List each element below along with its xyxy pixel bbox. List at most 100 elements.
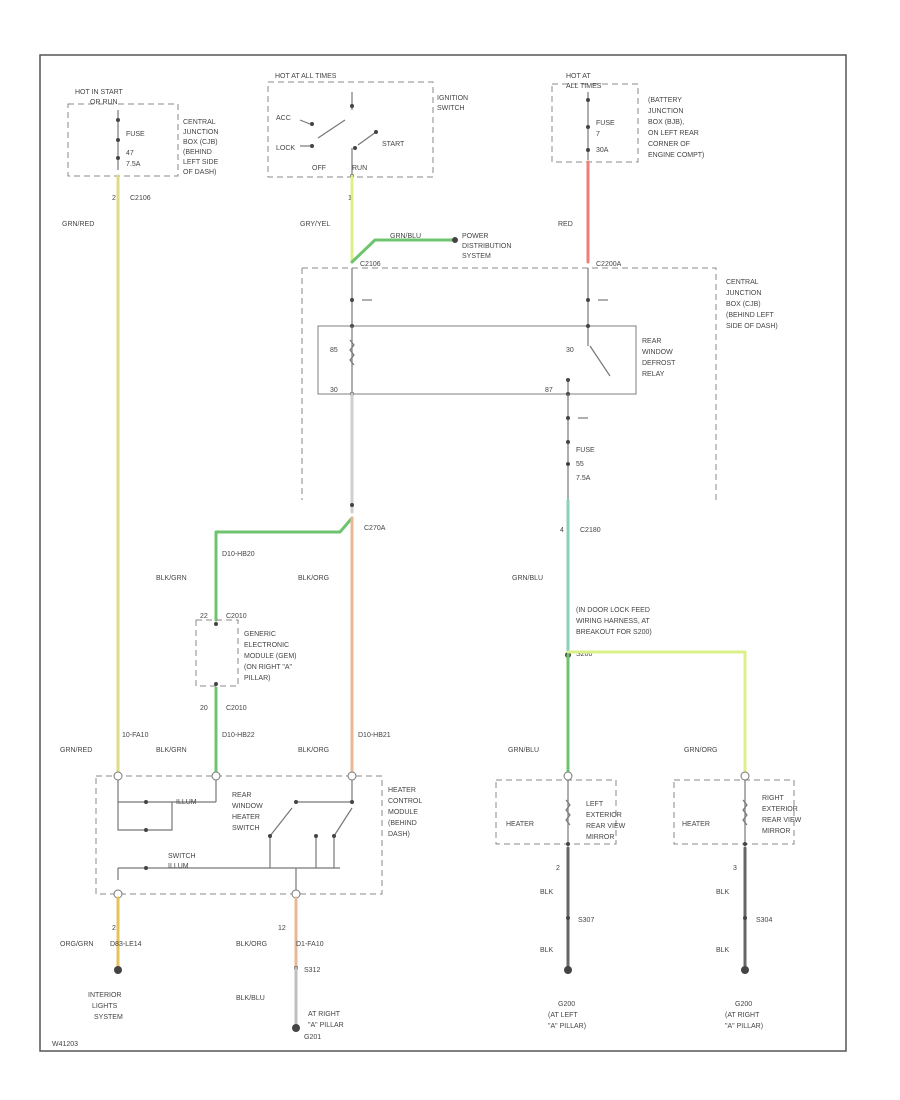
- relay-box: [317, 325, 637, 395]
- hot-all-times-label: HOT AT ALL TIMES: [275, 73, 337, 80]
- interior-lights-3: SYSTEM: [94, 1014, 123, 1021]
- fuse-right-number: 7: [596, 131, 600, 138]
- wire-red-label: RED: [558, 221, 573, 228]
- fuse-right-label: FUSE: [596, 120, 615, 127]
- heater-module-box: [95, 775, 383, 895]
- wire-gry-yel-label: GRY/YEL: [300, 221, 330, 228]
- rear-switch-4: SWITCH: [232, 825, 260, 832]
- circuit-d10-hb22: D10-HB22: [222, 732, 255, 739]
- gem-name-5: PILLAR): [244, 675, 270, 682]
- bjb-line-3: BOX (BJB),: [648, 119, 684, 126]
- ignition-switch-group: HOT AT ALL TIMES IGNITION SWITCH ACC LOC…: [267, 73, 468, 228]
- left-mirror-group: HEATER LEFT EXTERIOR REAR VIEW MIRROR 2: [495, 771, 626, 872]
- connector-c2180: C2180: [580, 527, 601, 534]
- pin-2-label: 2: [112, 195, 116, 202]
- bjb-line-4: ON LEFT REAR: [648, 130, 699, 137]
- wire-blk-grn-gem: [214, 516, 354, 622]
- cjb-right-3: BOX (CJB): [726, 301, 761, 308]
- gem-name-1: GENERIC: [244, 631, 276, 638]
- cjb-right-1: CENTRAL: [726, 279, 759, 286]
- relay-name-2: WINDOW: [642, 349, 673, 356]
- wire-grn-blu-label-b: GRN/BLU: [508, 747, 539, 754]
- switch-illum-inner: ILLUM: [176, 799, 197, 806]
- splice-s304: S304: [756, 917, 772, 924]
- right-mirror-group: HEATER RIGHT EXTERIOR REAR VIEW MIRROR 3: [673, 771, 802, 872]
- ground-right-3: "A" PILLAR): [725, 1023, 763, 1030]
- left-mirror-1: LEFT: [586, 801, 604, 808]
- splice-note-3: BREAKOUT FOR S200): [576, 629, 652, 636]
- wire-grn-red-label-b: GRN/RED: [60, 747, 92, 754]
- fuse-left-rating: 7.5A: [126, 161, 141, 168]
- cjb-left-box: [67, 103, 179, 177]
- heater-control-module-group: HEATER CONTROL MODULE (BEHIND DASH) REAR…: [95, 771, 422, 899]
- interior-lights-2: LIGHTS: [92, 1003, 118, 1010]
- heater-module-4: (BEHIND: [388, 820, 417, 827]
- hot-all-times-label-2: ALL TIMES: [566, 83, 602, 90]
- cjb-right-box: [301, 267, 717, 500]
- connector-c2106-top: C2106: [360, 261, 381, 268]
- relay-pin-87: 87: [545, 387, 553, 394]
- ignition-switch-box: [267, 81, 434, 178]
- right-mirror-box: [673, 779, 795, 845]
- ignition-switch-label-2: SWITCH: [437, 105, 465, 112]
- ground-left-1: G200: [558, 1001, 575, 1008]
- heater-module-5: DASH): [388, 831, 410, 838]
- power-dist-2: DISTRIBUTION: [462, 243, 511, 250]
- wire-blk-grn-label: BLK/GRN: [156, 575, 187, 582]
- relay-pin-30: 30: [566, 347, 574, 354]
- heater-left-label: HEATER: [506, 821, 534, 828]
- heater-module-2: CONTROL: [388, 798, 422, 805]
- gem-connector-bot: C2010: [226, 705, 247, 712]
- interior-lights-1: INTERIOR: [88, 992, 121, 999]
- wire-blk-org-label-c: BLK/ORG: [236, 941, 267, 948]
- wire-blk-left-label-2: BLK: [540, 947, 554, 954]
- pin-4-label: 4: [560, 527, 564, 534]
- rear-switch-1: REAR: [232, 792, 251, 799]
- gem-name-3: MODULE (GEM): [244, 653, 297, 660]
- bjb-line-6: ENGINE COMPT): [648, 152, 704, 159]
- ground-right-2: (AT RIGHT: [725, 1012, 760, 1019]
- bjb-fuse-group: HOT AT ALL TIMES FUSE 7 30A (BATTERY JUN…: [551, 73, 704, 228]
- pin-2-bottom: 2: [112, 925, 116, 932]
- wire-grn-org-label: GRN/ORG: [684, 747, 717, 754]
- wire-grn-blu-power-label: GRN/BLU: [390, 233, 421, 240]
- cjb-left-line-4: (BEHIND: [183, 149, 212, 156]
- wire-blk-left-label: BLK: [540, 889, 554, 896]
- pin-3-label: 3: [733, 865, 737, 872]
- heater-right-label: HEATER: [682, 821, 710, 828]
- cjb-left-line-1: CENTRAL: [183, 119, 216, 126]
- ground-left-2: (AT LEFT: [548, 1012, 578, 1019]
- circuit-d83-le14: D83-LE14: [110, 941, 142, 948]
- left-mirror-4: MIRROR: [586, 834, 614, 841]
- rear-switch-2: WINDOW: [232, 803, 263, 810]
- diagram-frame: [39, 54, 847, 1052]
- cjb-left-line-3: BOX (CJB): [183, 139, 218, 146]
- ground-right-pillar-2: "A" PILLAR: [308, 1022, 344, 1029]
- fuse-mid-number: 55: [576, 461, 584, 468]
- bjb-line-1: (BATTERY: [648, 97, 682, 104]
- bjb-line-5: CORNER OF: [648, 141, 690, 148]
- fuse-left-number: 47: [126, 150, 134, 157]
- hot-start-label-2: OR RUN: [90, 99, 118, 106]
- splice-note-1: (IN DOOR LOCK FEED: [576, 607, 650, 614]
- right-mirror-1: RIGHT: [762, 795, 785, 802]
- circuit-d10-hb21: D10-HB21: [358, 732, 391, 739]
- hot-start-label: HOT IN START: [75, 89, 124, 96]
- ign-start-label: START: [382, 141, 405, 148]
- cjb-right-5: SIDE OF DASH): [726, 323, 778, 330]
- gem-pin-bot: 20: [200, 705, 208, 712]
- right-mirror-3: REAR VIEW: [762, 817, 802, 824]
- fuse-left-label: FUSE: [126, 131, 145, 138]
- ignition-switch-label-1: IGNITION: [437, 95, 468, 102]
- connector-c270a: C270A: [364, 525, 386, 532]
- ground-right-pillar-1: AT RIGHT: [308, 1011, 341, 1018]
- wire-blk-org-label: BLK/ORG: [298, 575, 329, 582]
- cjb-right-4: (BEHIND LEFT: [726, 312, 775, 319]
- wire-blk-grn-label-b: BLK/GRN: [156, 747, 187, 754]
- rear-switch-3: HEATER: [232, 814, 260, 821]
- ign-run-label: RUN: [352, 165, 367, 172]
- relay-pin-86: 30: [330, 387, 338, 394]
- ign-off-label: OFF: [312, 165, 326, 172]
- bjb-line-2: JUNCTION: [648, 108, 683, 115]
- ign-lock-label: LOCK: [276, 145, 295, 152]
